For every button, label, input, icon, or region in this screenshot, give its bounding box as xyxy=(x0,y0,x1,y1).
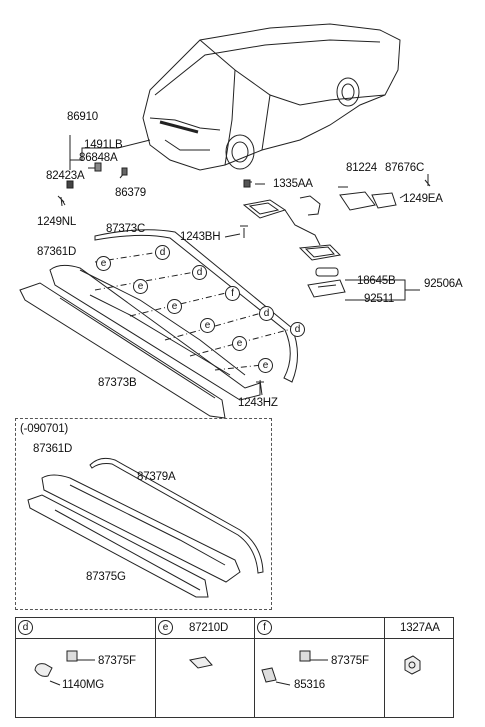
label-86848a: 86848A xyxy=(79,152,118,164)
callout-d: d xyxy=(155,245,170,260)
legend-header-d: d xyxy=(18,620,33,635)
label-82423a: 82423A xyxy=(46,170,85,182)
variant-box xyxy=(15,418,272,610)
label-86910: 86910 xyxy=(67,111,98,123)
legend-f-part-b: 85316 xyxy=(294,679,325,691)
legend-table xyxy=(15,617,454,718)
callout-e: e xyxy=(232,336,247,351)
label-87373c: 87373C xyxy=(106,223,146,235)
variant-strip-mid xyxy=(41,474,241,583)
callout-e: e xyxy=(133,279,148,294)
legend-header-f: f xyxy=(257,620,272,635)
callout-e: e xyxy=(96,256,111,271)
callout-d: d xyxy=(192,265,207,280)
legend-header-row xyxy=(16,618,453,639)
legend-d-part-a: 87375F xyxy=(98,655,136,667)
garnish-mid xyxy=(49,264,261,401)
variant-strip-low xyxy=(27,494,209,598)
legend-e-part: 87210D xyxy=(189,622,229,634)
label-87361d: 87361D xyxy=(37,246,77,258)
label-1243hz: 1243HZ xyxy=(238,397,278,409)
callout-f: f xyxy=(225,286,240,301)
legend-f-part-a: 87375F xyxy=(331,655,369,667)
label-1249ea: 1249EA xyxy=(403,193,443,205)
label-1491lb: 1491LB xyxy=(84,139,123,151)
legend-d-part-b: 1140MG xyxy=(62,679,105,691)
label-18645b: 18645B xyxy=(357,275,396,287)
label-1335aa: 1335AA xyxy=(273,178,313,190)
legend-g-part: 1327AA xyxy=(400,622,440,634)
label-87676c: 87676C xyxy=(385,162,425,174)
label-87373b: 87373B xyxy=(98,377,137,389)
label-1249nl: 1249NL xyxy=(37,216,77,228)
garnish-upper xyxy=(94,229,298,383)
variant-label-87375g: 87375G xyxy=(86,571,126,583)
label-86379: 86379 xyxy=(115,187,146,199)
variant-strip-top xyxy=(89,457,264,574)
label-81224: 81224 xyxy=(346,162,377,174)
label-92506a: 92506A xyxy=(424,278,463,290)
callout-d: d xyxy=(259,306,274,321)
car-outline xyxy=(142,23,401,171)
variant-label-87379a: 87379A xyxy=(137,471,176,483)
variant-title: (-090701) xyxy=(20,423,69,435)
label-1243bh: 1243BH xyxy=(180,231,221,243)
variant-label-87361d: 87361D xyxy=(33,443,73,455)
callout-e: e xyxy=(167,299,182,314)
callout-e: e xyxy=(258,358,273,373)
legend-header-e: e xyxy=(158,620,173,635)
label-92511: 92511 xyxy=(364,293,395,305)
callout-d: d xyxy=(290,322,305,337)
callout-e: e xyxy=(200,318,215,333)
